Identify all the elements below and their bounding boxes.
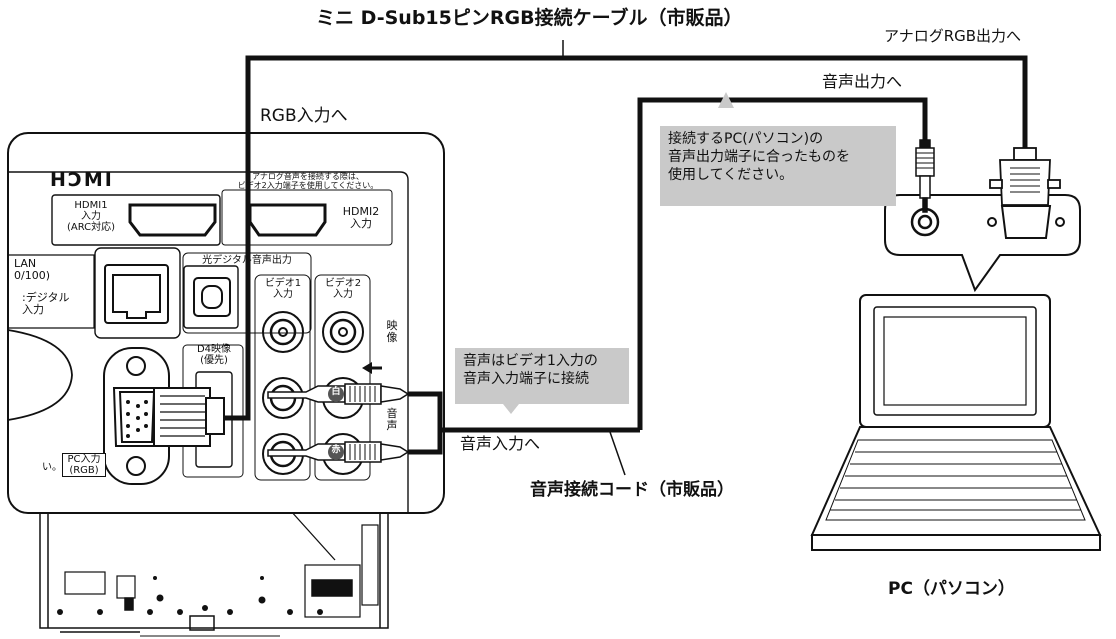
panel-zoom-box: [7, 132, 445, 514]
audio-cord-label: 音声接続コード（市販品）: [530, 480, 734, 500]
audio-out-label: 音声出力へ: [822, 72, 903, 91]
video2-label: ビデオ2 入力: [324, 278, 362, 300]
audio-in-label: 音声入力へ: [460, 434, 541, 453]
rca-plug-red: [267, 441, 410, 463]
rgb-in-label: RGB入力へ: [260, 106, 348, 126]
video1-label: ビデオ1 入力: [264, 278, 302, 300]
rca-plug-white: [267, 383, 410, 405]
lan-label: LAN 0/100): [14, 257, 50, 283]
lan-port: [104, 264, 169, 324]
d4-label: D4映像 (優先): [196, 344, 232, 366]
keyboard: [825, 439, 1086, 521]
note2-arrow: [503, 404, 519, 414]
white-marker-bg: [328, 386, 344, 402]
red-marker-bg: [328, 444, 344, 460]
hdmi-logo: HƆMI: [50, 169, 114, 191]
rgb-cable-label: ミニ D-Sub15ピンRGB接続ケーブル（市販品）: [316, 7, 743, 29]
dsub-plug: [118, 387, 225, 447]
digital-in-label: :デジタル 入力: [22, 291, 70, 317]
hdmi2-label: HDMI2 入力: [342, 205, 380, 231]
pc-audio-note: 接続するPC(パソコン)の 音声出力端子に合ったものを 使用してください。: [660, 126, 896, 206]
laptop: [810, 294, 1102, 551]
note1-arrow: [718, 92, 734, 108]
optical-port: [193, 277, 231, 317]
audio-label: 音 声: [384, 407, 400, 433]
optical-out-label: 光デジタル音声出力: [202, 255, 292, 266]
pc-label: PC（パソコン）: [888, 579, 1015, 599]
video-label: 映 像: [386, 319, 398, 345]
tv-body: [39, 509, 389, 637]
audio-cord: [408, 97, 928, 455]
rgb-cable: [224, 55, 1028, 421]
mini-plug: [915, 139, 935, 213]
pc-jack-zoom: [884, 194, 1081, 293]
tv-screws: [57, 576, 323, 615]
vga-plug: [989, 147, 1061, 206]
ii-label: い。: [42, 462, 62, 473]
video1-audio-note: 音声はビデオ1入力の 音声入力端子に接続: [455, 348, 629, 404]
pc-vga-port: [987, 205, 1065, 239]
hdmi1-label: HDMI1 入力 (ARC対応): [66, 200, 116, 233]
red-plug-marker: 赤: [331, 445, 341, 455]
panel-structure: [8, 171, 409, 513]
pc-in-label: PC入力 (RGB): [62, 453, 106, 477]
white-plug-marker: 白: [331, 387, 341, 397]
analog-rgb-out-label: アナログRGB出力へ: [884, 27, 1022, 45]
analog-audio-note: アナログ音声を接続する際は、 ビデオ2入力端子を使用してください。: [237, 172, 379, 190]
